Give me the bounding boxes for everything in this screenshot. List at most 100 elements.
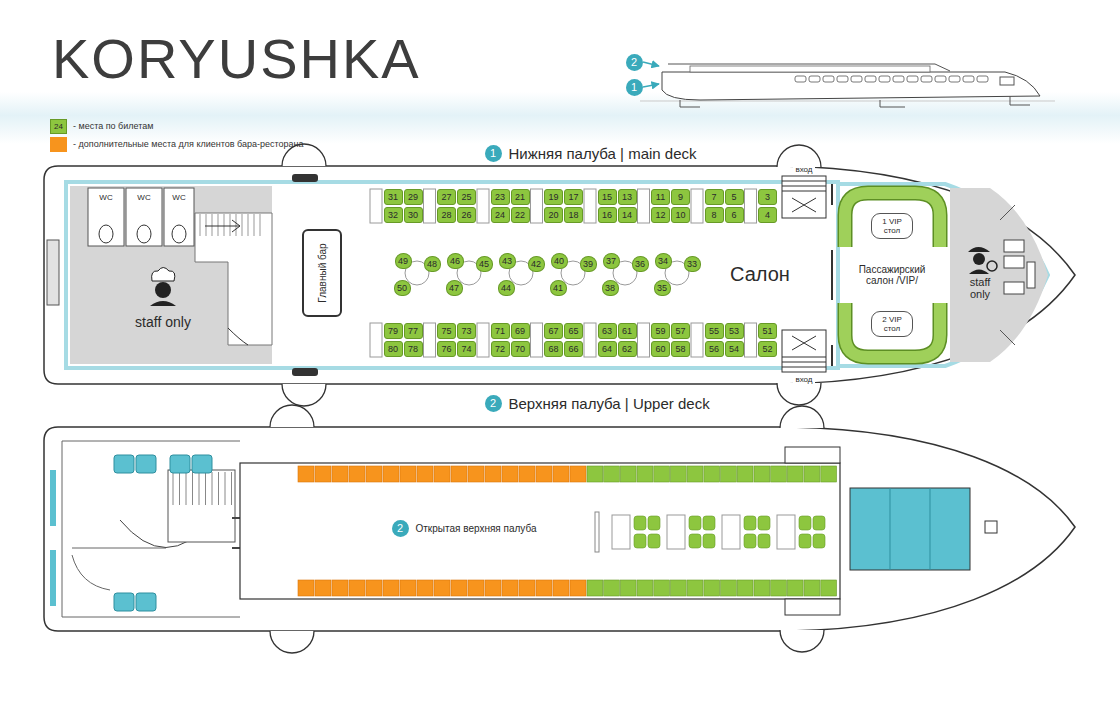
node-text: 14: [622, 210, 632, 220]
side-view: [640, 101, 1055, 102]
ticket-seat: 29: [404, 189, 423, 205]
upper-deck: [722, 515, 740, 549]
upper-deck: [744, 534, 756, 548]
upper-deck: [850, 488, 970, 570]
upper-deck: [502, 466, 518, 482]
node-text: 3: [765, 192, 770, 202]
upper-deck: [44, 405, 1075, 653]
bar-counter: Главный бар: [302, 229, 342, 317]
ticket-seat: 62: [618, 341, 637, 357]
upper-deck: [199, 472, 200, 505]
main-deck: [584, 189, 596, 223]
main-deck: [745, 323, 757, 357]
upper-deck: [804, 466, 820, 482]
vip-sofa: [845, 193, 940, 357]
ticket-seat: 78: [404, 341, 423, 357]
node-text: 15: [602, 192, 612, 202]
main-deck: [950, 188, 1048, 362]
upper-deck: [777, 515, 795, 549]
main-deck: [370, 189, 382, 223]
upper-deck: [612, 515, 630, 549]
ticket-seat: 40: [551, 253, 568, 269]
upper-deck: [50, 550, 56, 606]
background-band: [0, 92, 1120, 144]
upper-deck: [553, 580, 569, 596]
upper-deck: [173, 472, 232, 505]
entry-label: вход: [793, 165, 814, 174]
upper-deck: [417, 466, 433, 482]
main-deck: [477, 189, 489, 223]
upper-deck: [671, 466, 687, 482]
upper-deck: [400, 466, 416, 482]
entry-stairs: [782, 330, 826, 372]
legend-text: - дополнительные места для клиентов бара…: [73, 139, 303, 149]
upper-deck: [332, 466, 348, 482]
upper-deck: [44, 427, 1075, 631]
upper-deck: [771, 466, 787, 482]
ticket-seat: 53: [725, 323, 744, 339]
main-deck: [370, 323, 382, 357]
node-text: 50: [397, 283, 407, 293]
captain-icon: [968, 247, 997, 274]
ticket-seat: 47: [446, 280, 463, 296]
upper-deck: [634, 516, 646, 530]
node-text: 61: [622, 326, 632, 336]
main-deck: [230, 214, 231, 236]
upper-deck: [383, 580, 399, 596]
node-text: 56: [709, 344, 719, 354]
ticket-seat: 18: [564, 207, 583, 223]
node-text: 80: [388, 344, 398, 354]
node-text: 44: [501, 283, 511, 293]
node-text: 29: [408, 192, 418, 202]
main-deck: [477, 323, 489, 357]
main-deck: [137, 225, 151, 243]
teal-seats: [136, 455, 156, 473]
side-view: [662, 72, 1040, 100]
room-label: WC: [172, 193, 185, 202]
upper-deck: [536, 466, 552, 482]
swatch-number: 24: [54, 122, 63, 131]
upper-deck: [620, 466, 636, 482]
node-text: 64: [602, 344, 612, 354]
upper-deck: [212, 472, 213, 505]
node-text: 24: [495, 210, 505, 220]
main-deck: [200, 214, 201, 236]
ticket-seat: 38: [602, 280, 619, 296]
ticket-seat: 22: [511, 207, 530, 223]
ticket-seat: 9: [671, 189, 690, 205]
chef-icon: [152, 268, 175, 282]
main-deck: [424, 189, 436, 223]
upper-deck: [218, 472, 219, 505]
staff-console: [1000, 205, 1015, 345]
staff-console: [1004, 282, 1024, 294]
ticket-seat: 35: [654, 280, 671, 296]
upper-deck: [754, 580, 770, 596]
node-text: 42: [531, 259, 541, 269]
side-view: [680, 96, 1030, 107]
upper-deck: [553, 466, 569, 482]
upper-deck: [332, 580, 348, 596]
node-text: 31: [388, 192, 398, 202]
upper-deck: [687, 466, 703, 482]
main-deck: [584, 323, 596, 357]
upper-deck: [298, 466, 314, 482]
node-text: 70: [515, 344, 525, 354]
upper-deck: [771, 580, 787, 596]
upper-deck: [737, 466, 753, 482]
vip-sofa: [845, 193, 940, 247]
main-deck: [691, 189, 703, 223]
vip-sofa: [845, 303, 940, 357]
upper-deck: [451, 466, 467, 482]
ticket-seat: 11: [651, 189, 670, 205]
ticket-seat: 13: [618, 189, 637, 205]
room-label: WC: [137, 193, 150, 202]
vip-table: 2 VIP стол: [871, 311, 913, 337]
ticket-seat: 10: [671, 207, 690, 223]
side-view: [935, 76, 946, 82]
main-deck: [164, 188, 194, 246]
ticket-seat: 3: [758, 189, 777, 205]
title: KORYUSHKA: [52, 26, 421, 91]
main-deck: [195, 213, 272, 345]
upper-deck: [671, 580, 687, 596]
node-text: 65: [568, 326, 578, 336]
